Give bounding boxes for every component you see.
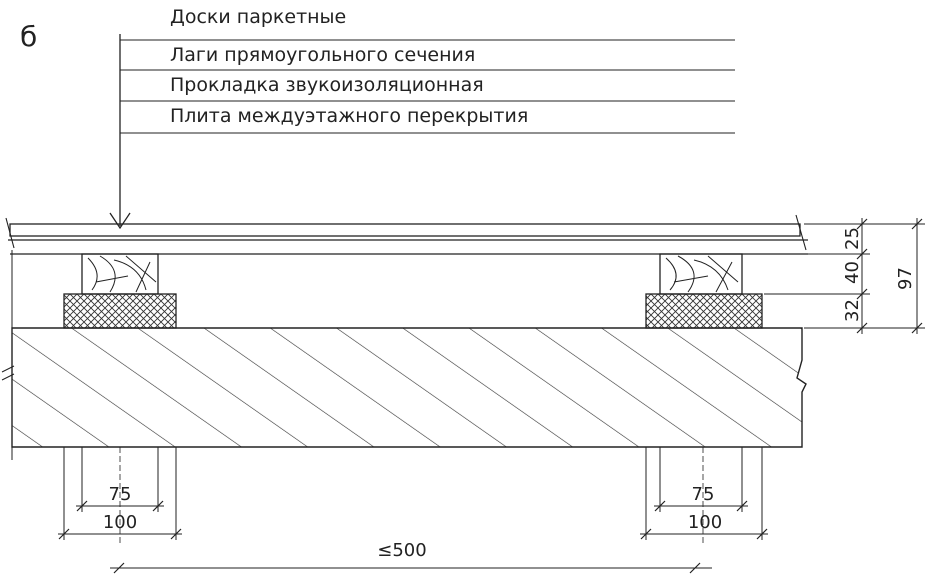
joist-left: [81, 253, 159, 295]
figure-letter: б: [20, 20, 37, 53]
layer-label-parquet: Доски паркетные: [170, 6, 346, 28]
vertical-dimensions: [764, 218, 925, 334]
layer-label-joists: Лаги прямоугольного сечения: [170, 44, 475, 66]
bottom-dimensions-left: [58, 447, 182, 545]
dim-total-height: 97: [895, 267, 916, 290]
floor-slab: [1, 250, 807, 460]
layer-label-soundproofing: Прокладка звукоизоляционная: [170, 74, 484, 96]
dim-joist-height: 40: [842, 261, 863, 284]
dim-spacing: ≤500: [377, 540, 426, 561]
bottom-dimensions-right: [640, 447, 768, 545]
dim-pad-width-right: 100: [688, 512, 722, 533]
pad-left: [63, 293, 177, 329]
layer-label-slab: Плита междуэтажного перекрытия: [170, 105, 528, 127]
parquet-boards: [5, 214, 808, 255]
joist-right: [659, 253, 743, 295]
spacing-dimension: [110, 562, 712, 574]
leader-callout: [109, 34, 735, 230]
dim-pad-height: 32: [842, 299, 863, 322]
pad-right: [645, 293, 763, 329]
dim-joist-width-left: 75: [109, 484, 132, 505]
dim-joist-width-right: 75: [692, 484, 715, 505]
dim-pad-width-left: 100: [103, 512, 137, 533]
dim-board-thickness: 25: [842, 227, 863, 250]
